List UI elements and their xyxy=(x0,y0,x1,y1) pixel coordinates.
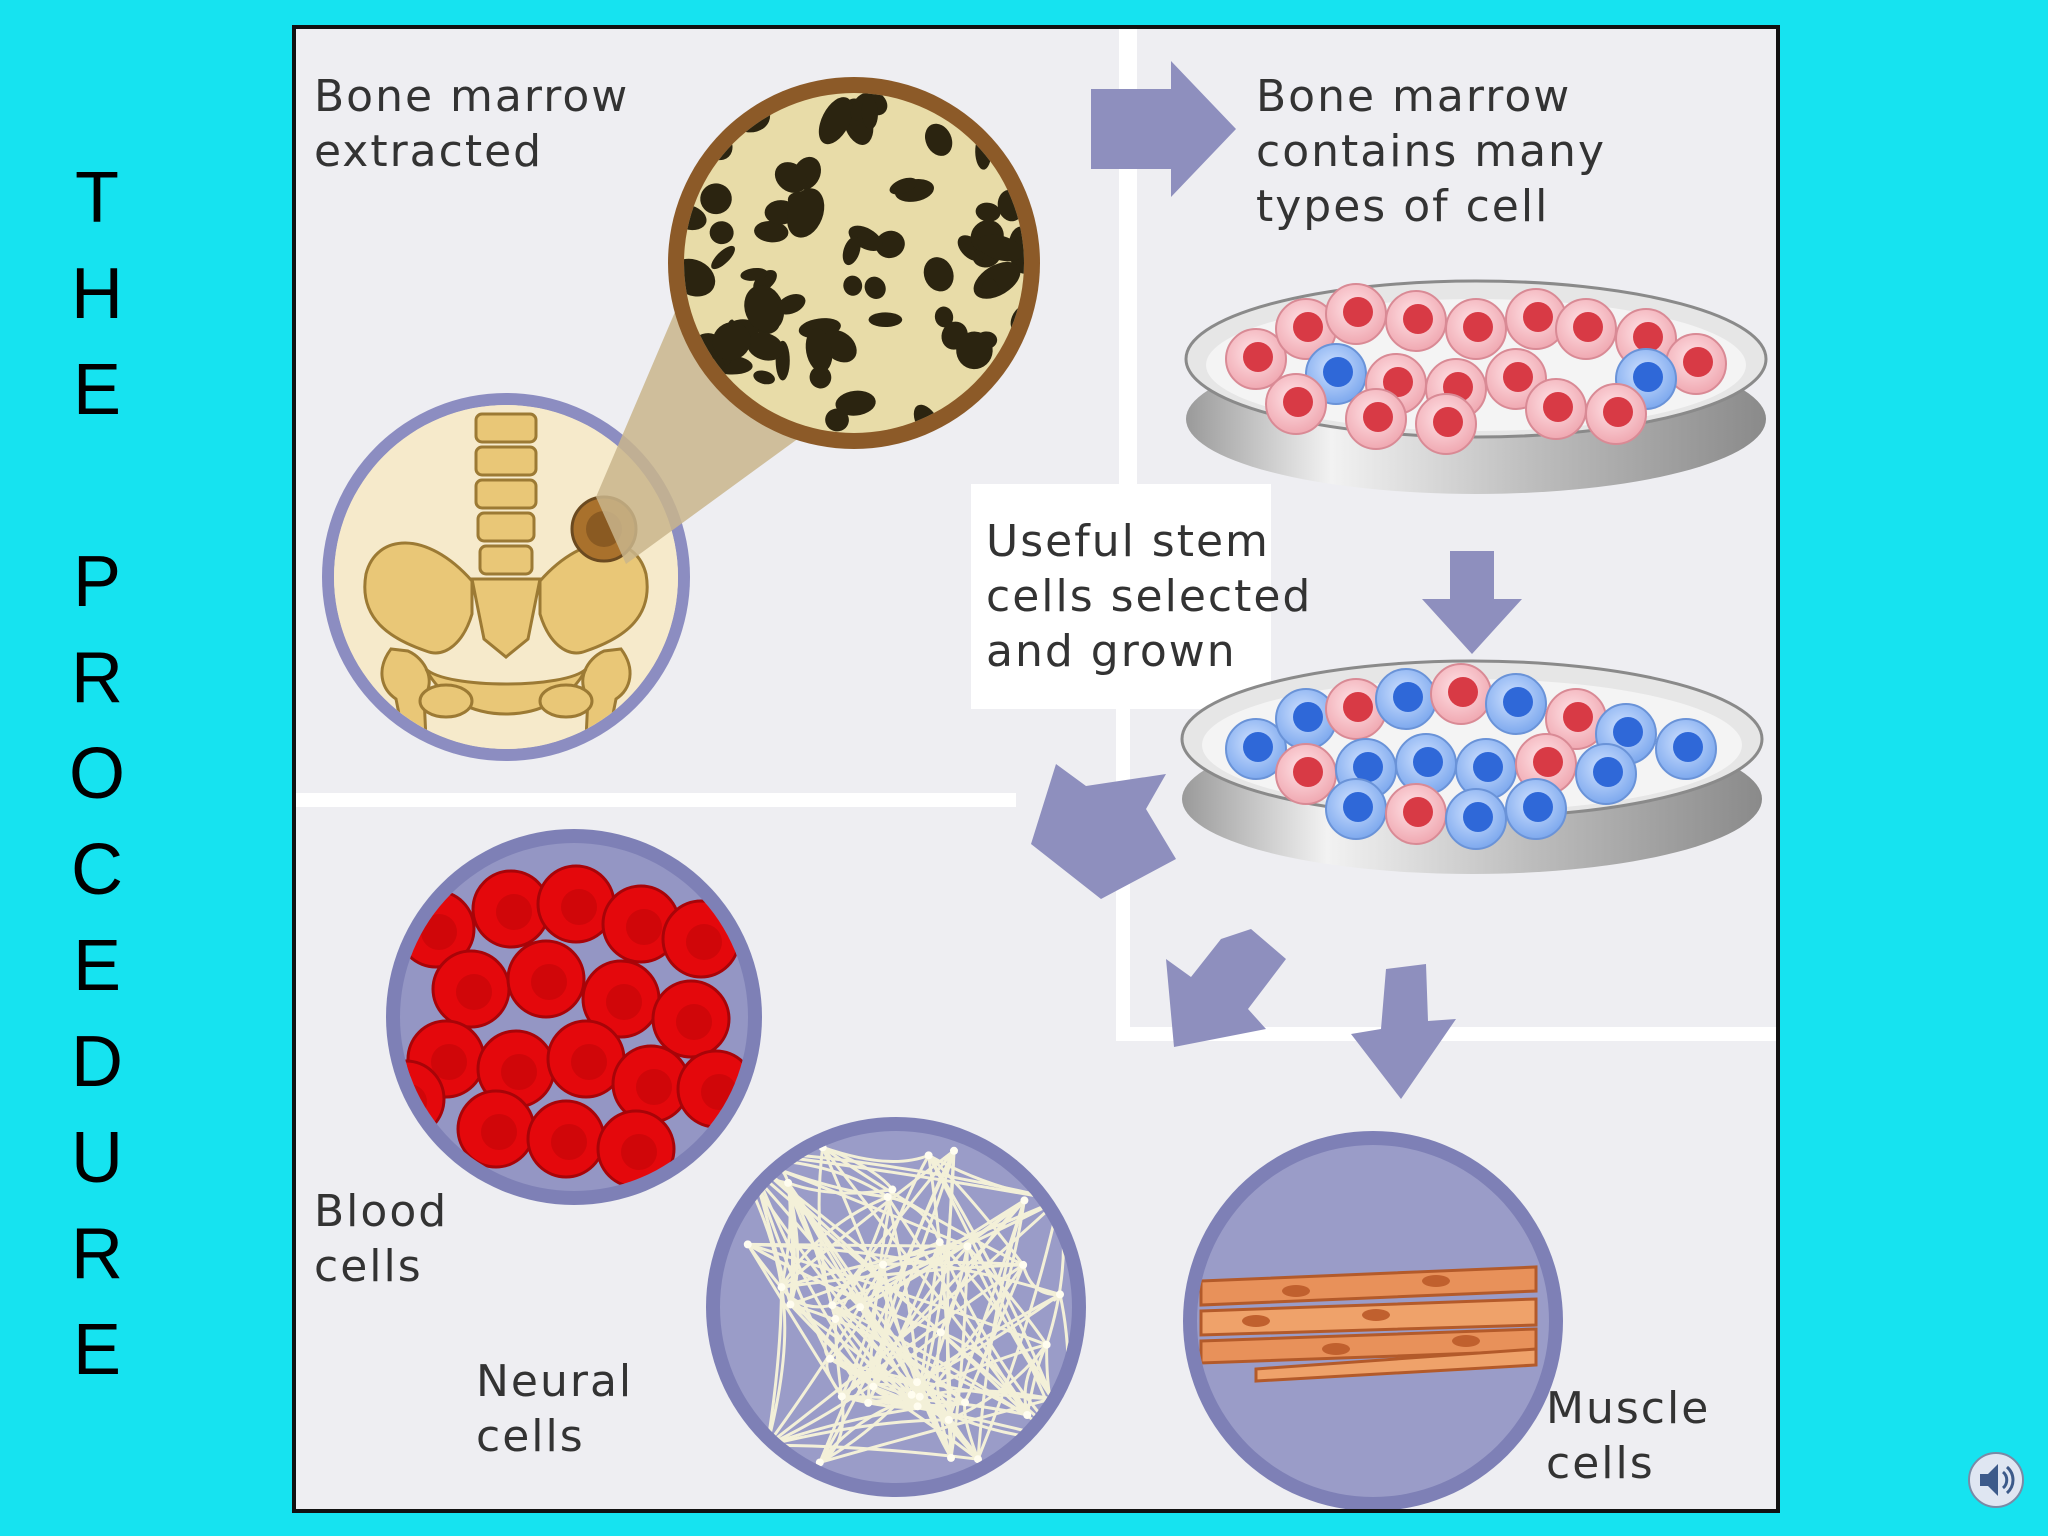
stem-cell-procedure-diagram: Bone marrow extracted Bone marrow contai… xyxy=(292,25,1780,1513)
label-backdrop xyxy=(971,484,1271,709)
side-title-letter: T xyxy=(75,158,119,238)
arrow-to-blood xyxy=(1031,764,1176,899)
arrow-to-muscle xyxy=(1351,964,1456,1099)
arrow-down xyxy=(1422,551,1522,654)
side-title-letter: D xyxy=(71,1022,123,1102)
neural-cells-circle xyxy=(706,1117,1086,1497)
arrow-right xyxy=(1091,61,1236,197)
side-title-letter: E xyxy=(72,1310,122,1390)
blood-cells-circle xyxy=(386,829,762,1205)
muscle-cells-circle xyxy=(1183,1131,1563,1509)
label-useful-stem-cells: Useful stem cells selected and grown xyxy=(986,516,1313,677)
side-title-letter: H xyxy=(71,254,123,334)
side-title-letter: O xyxy=(68,734,125,814)
label-neural-cells: Neural cells xyxy=(476,1356,634,1462)
speaker-icon[interactable] xyxy=(1966,1450,2026,1510)
label-bone-marrow-extracted: Bone marrow extracted xyxy=(314,71,630,177)
label-muscle-cells: Muscle cells xyxy=(1546,1383,1711,1489)
side-title-letter: E xyxy=(72,926,122,1006)
bone-marrow-closeup xyxy=(668,77,1040,449)
side-title-letter: E xyxy=(72,350,122,430)
label-blood-cells: Blood cells xyxy=(314,1186,449,1292)
petri-dish-stem-cells xyxy=(1180,659,1764,874)
side-title-letter: C xyxy=(71,830,123,910)
panel-divider-right xyxy=(1116,1027,1776,1041)
panel-divider-horizontal xyxy=(296,793,1016,807)
petri-dish-mixed-cells xyxy=(1184,279,1768,494)
side-title-letter: P xyxy=(72,542,122,622)
side-title-letter: R xyxy=(71,1214,123,1294)
arrows xyxy=(1031,61,1522,1099)
side-title-letter: U xyxy=(71,1118,123,1198)
side-title-letter xyxy=(62,438,132,534)
side-title-letter: R xyxy=(71,638,123,718)
label-bone-marrow-contains: Bone marrow contains many types of cell xyxy=(1256,71,1606,232)
arrow-to-neural xyxy=(1166,929,1286,1047)
diagram-canvas xyxy=(296,29,1776,1509)
